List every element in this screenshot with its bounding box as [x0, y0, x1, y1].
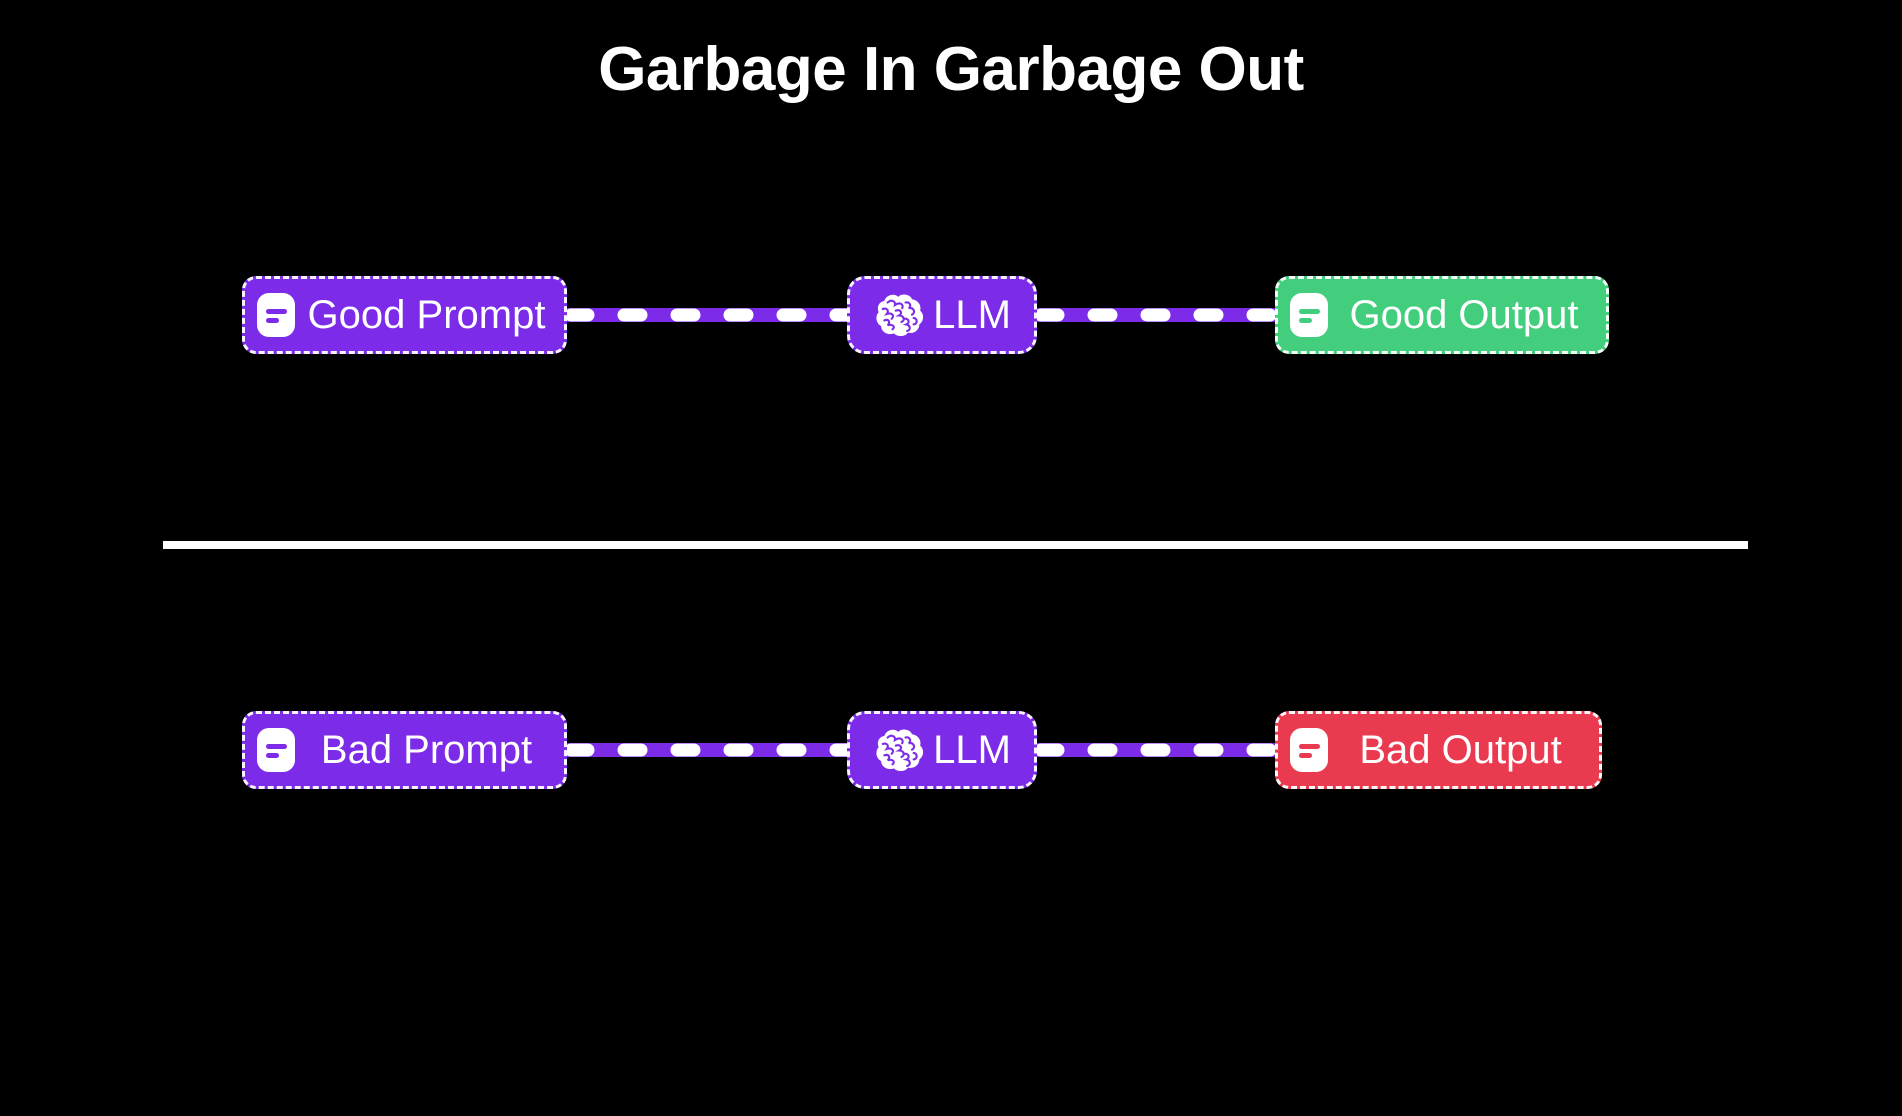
edge-good-prompt-to-llm	[562, 308, 852, 322]
message-lines-icon	[257, 293, 295, 337]
diagram-title: Garbage In Garbage Out	[598, 35, 1304, 104]
node-bad-output[interactable]: Bad Output	[1275, 711, 1602, 789]
node-good-output[interactable]: Good Output	[1275, 276, 1609, 354]
edge-llm-to-good-output	[1032, 308, 1280, 322]
edge-llm-to-bad-output	[1032, 743, 1280, 757]
divider-line	[163, 541, 1748, 549]
node-llm-bad[interactable]: LLM	[847, 711, 1037, 789]
brain-icon	[876, 729, 924, 771]
node-label: Bad Prompt	[320, 727, 533, 772]
brain-icon	[876, 294, 924, 336]
node-bad-prompt[interactable]: Bad Prompt	[242, 711, 567, 789]
node-label: LLM	[933, 727, 1011, 772]
node-label: Good Prompt	[307, 292, 546, 337]
node-label: Bad Output	[1359, 727, 1562, 772]
message-lines-icon	[1290, 293, 1328, 337]
edge-bad-prompt-to-llm	[562, 743, 852, 757]
node-good-prompt[interactable]: Good Prompt	[242, 276, 567, 354]
node-label: Good Output	[1349, 292, 1579, 337]
message-lines-icon	[257, 728, 295, 772]
message-lines-icon	[1290, 728, 1328, 772]
node-llm-good[interactable]: LLM	[847, 276, 1037, 354]
node-label: LLM	[933, 292, 1011, 337]
